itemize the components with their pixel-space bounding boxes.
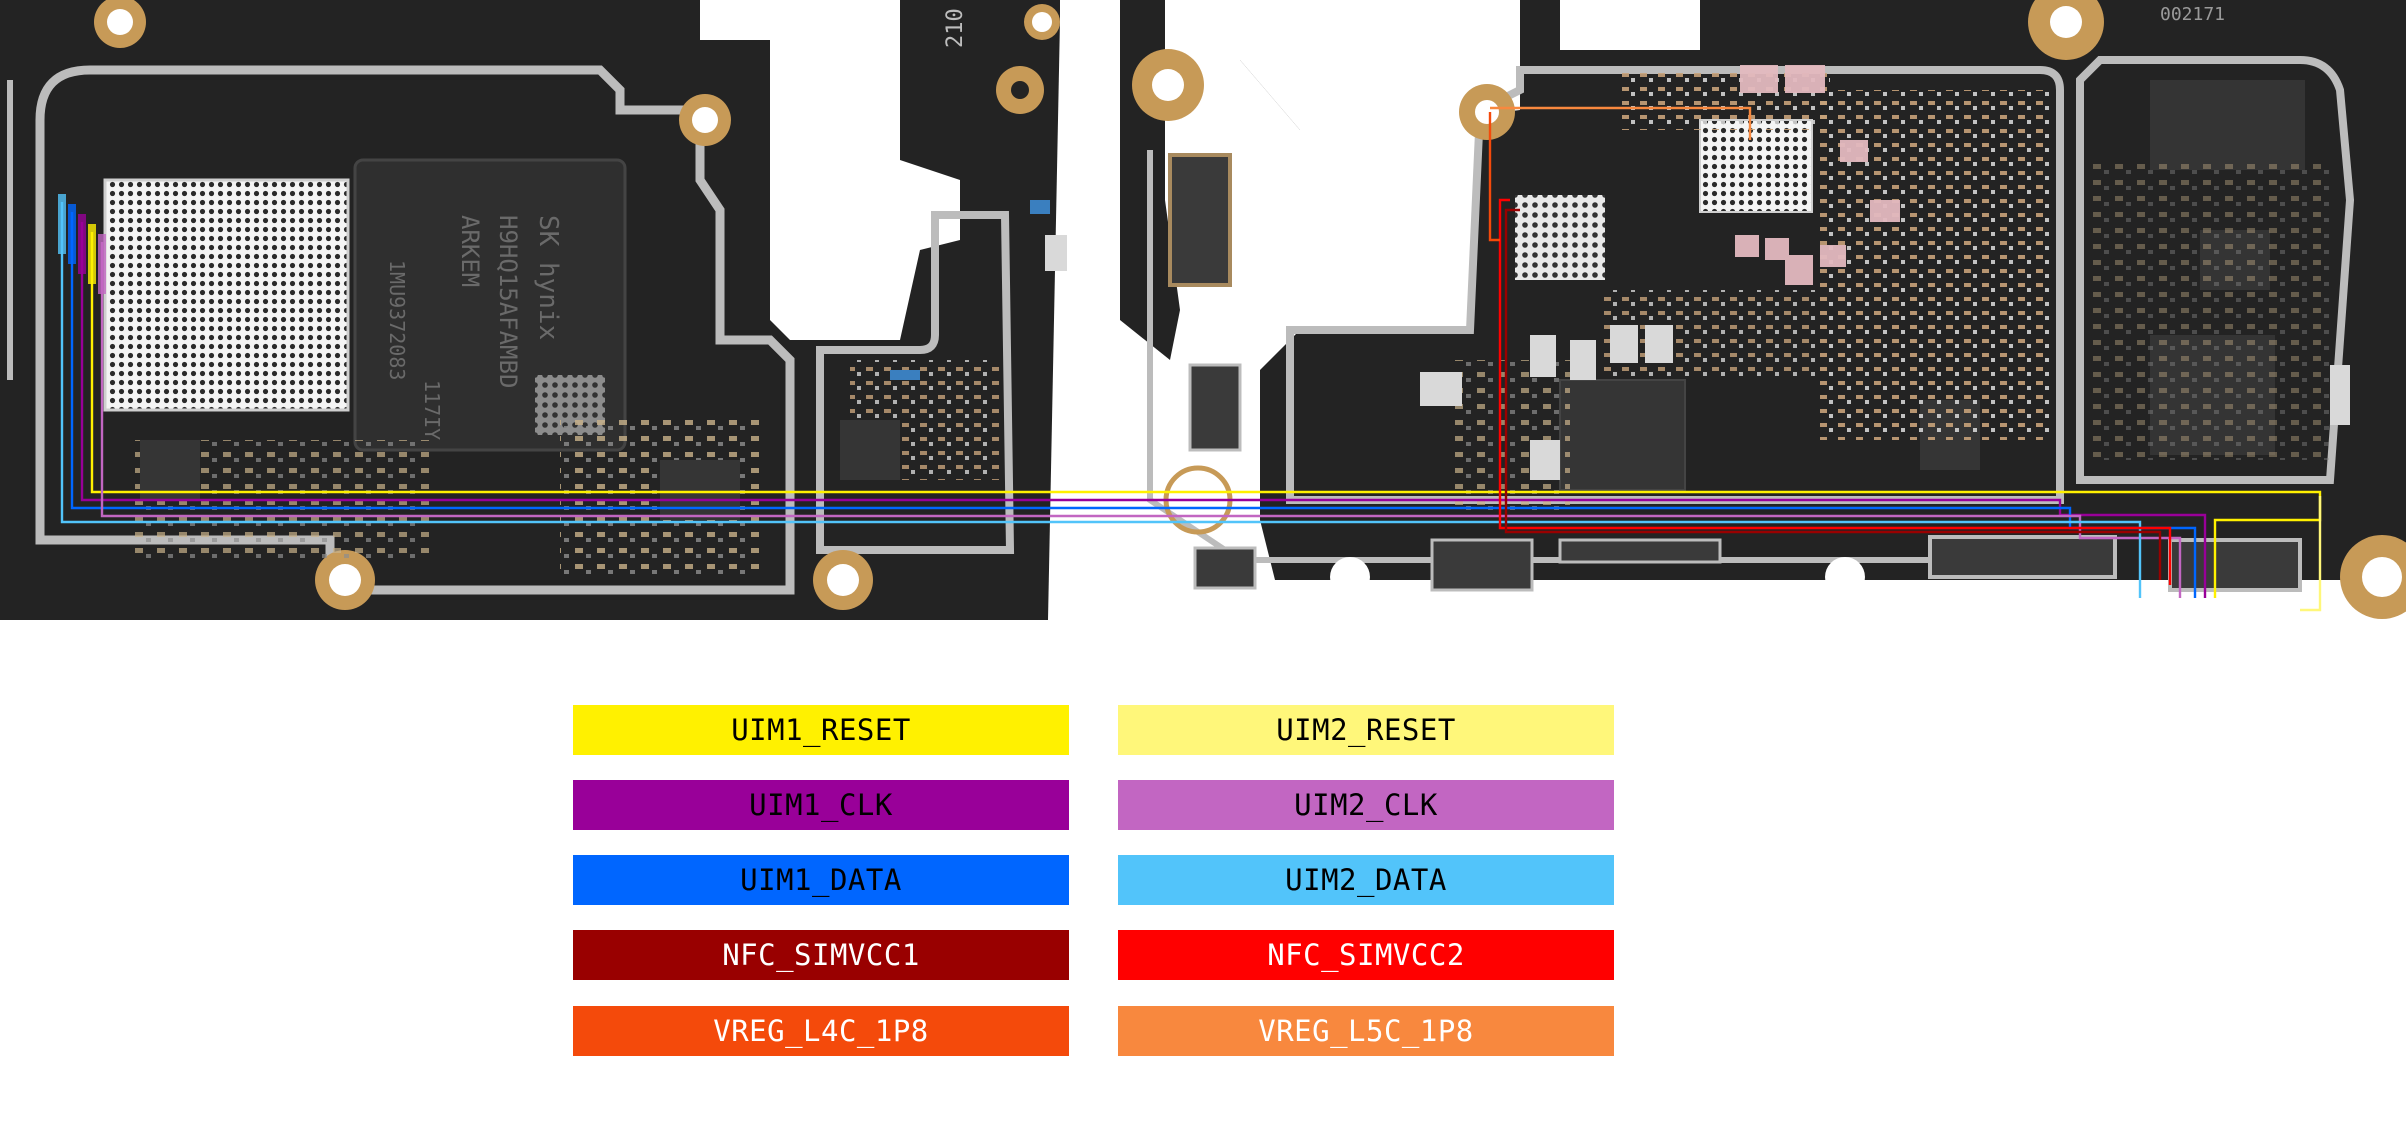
mounting-holes-right xyxy=(1132,0,2406,619)
legend-nfc-simvcc1: NFC_SIMVCC1 xyxy=(573,930,1069,980)
svg-text:1MU9372083: 1MU9372083 xyxy=(385,260,409,380)
trace-vreg-l4c-1p8 xyxy=(1488,112,1500,242)
svg-text:117IY: 117IY xyxy=(420,380,444,440)
connectors xyxy=(1168,153,2350,592)
left-board: SK hynix H9HQ15AFAMBD ARKEM 1MU9372083 1… xyxy=(0,0,1067,620)
pad-uim1-clk xyxy=(78,214,86,274)
legend-vreg-l4c-1p8: VREG_L4C_1P8 xyxy=(573,1006,1069,1056)
corner-code: 002171 xyxy=(2160,4,2225,25)
trace-uim2-reset xyxy=(2300,496,2322,612)
trace-uim1-data xyxy=(70,212,2197,598)
bga-chip-left xyxy=(103,178,350,412)
svg-text:H9HQ15AFAMBD: H9HQ15AFAMBD xyxy=(494,215,522,388)
trace-nfc-simvcc1 xyxy=(1504,208,2162,580)
right-board: 002171 xyxy=(1120,0,2406,619)
signal-traces xyxy=(58,106,2322,612)
pad-uim1-data xyxy=(68,204,76,264)
legend-vreg-l5c-1p8: VREG_L5C_1P8 xyxy=(1118,1006,1614,1056)
legend-uim1-clk: UIM1_CLK xyxy=(573,780,1069,830)
pad-uim1-reset xyxy=(88,224,96,284)
legend-nfc-simvcc2: NFC_SIMVCC2 xyxy=(1118,930,1614,980)
legend-uim2-data: UIM2_DATA xyxy=(1118,855,1614,905)
trace-vreg-l5c-1p8 xyxy=(1490,106,1752,140)
legend-uim1-data: UIM1_DATA xyxy=(573,855,1069,905)
board-diagram: SK hynix H9HQ15AFAMBD ARKEM 1MU9372083 1… xyxy=(0,0,2406,620)
bga-chip-right xyxy=(1515,195,1605,280)
trace-nfc-simvcc2 xyxy=(1498,198,2172,585)
pad-uim2-clk xyxy=(98,234,106,294)
legend-uim2-clk: UIM2_CLK xyxy=(1118,780,1614,830)
memory-chip: SK hynix H9HQ15AFAMBD ARKEM 1MU9372083 1… xyxy=(353,158,627,452)
svg-text:ARKEM: ARKEM xyxy=(456,215,484,287)
svg-text:SK hynix: SK hynix xyxy=(533,215,563,340)
trace-uim2-data xyxy=(60,202,2142,598)
pad-uim2-data xyxy=(58,194,66,254)
silk-label: 210 xyxy=(943,8,968,48)
mounting-holes-left xyxy=(94,0,1060,610)
legend-uim2-reset: UIM2_RESET xyxy=(1118,705,1614,755)
legend-uim1-reset: UIM1_RESET xyxy=(573,705,1069,755)
pmic-chip xyxy=(1699,119,1813,213)
